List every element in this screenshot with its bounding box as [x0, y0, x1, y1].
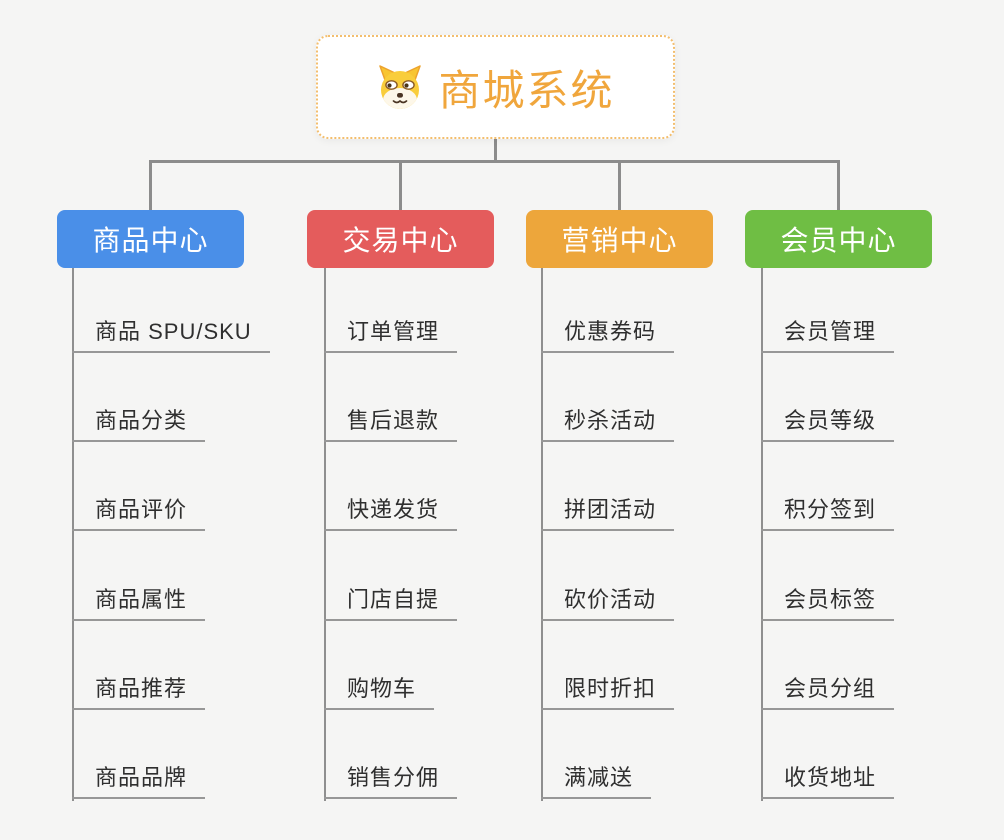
root-node[interactable]: 商城系统: [316, 35, 675, 139]
branch-label: 商品中心: [92, 225, 209, 256]
connector-column-trade-center: [324, 268, 326, 801]
leaf-node[interactable]: 满减送: [541, 765, 652, 799]
leaf-node[interactable]: 会员标签: [761, 587, 895, 621]
connector-horizontal-bus: [149, 160, 840, 163]
connector-root-stem: [494, 139, 497, 162]
connector-drop-marketing-center: [618, 160, 621, 210]
leaf-node[interactable]: 快递发货: [324, 497, 458, 531]
leaf-node[interactable]: 商品分类: [72, 408, 206, 442]
leaf-node[interactable]: 商品推荐: [72, 676, 206, 710]
connector-drop-trade-center: [399, 160, 402, 210]
connector-drop-member-center: [837, 160, 840, 210]
leaf-node[interactable]: 售后退款: [324, 408, 458, 442]
leaf-node[interactable]: 限时折扣: [541, 676, 675, 710]
connector-column-member-center: [761, 268, 763, 801]
connector-column-product-center: [72, 268, 74, 801]
leaf-node[interactable]: 拼团活动: [541, 497, 675, 531]
leaf-node[interactable]: 收货地址: [761, 765, 895, 799]
leaf-node[interactable]: 门店自提: [324, 587, 458, 621]
leaf-node[interactable]: 会员管理: [761, 319, 895, 353]
leaf-node[interactable]: 商品 SPU/SKU: [72, 319, 270, 353]
leaf-node[interactable]: 订单管理: [324, 319, 458, 353]
leaf-node[interactable]: 会员等级: [761, 408, 895, 442]
connector-column-marketing-center: [541, 268, 543, 801]
root-title: 商城系统: [438, 66, 615, 114]
leaf-node[interactable]: 会员分组: [761, 676, 895, 710]
branch-label: 营销中心: [561, 225, 678, 256]
dog-face-icon: [379, 65, 422, 109]
branch-label: 交易中心: [342, 225, 459, 256]
leaf-node[interactable]: 商品评价: [72, 497, 206, 531]
leaf-node[interactable]: 砍价活动: [541, 587, 675, 621]
connector-drop-product-center: [149, 160, 152, 210]
branch-node-trade-center[interactable]: 交易中心: [307, 210, 494, 268]
leaf-node[interactable]: 销售分佣: [324, 765, 458, 799]
leaf-node[interactable]: 秒杀活动: [541, 408, 675, 442]
branch-node-product-center[interactable]: 商品中心: [57, 210, 244, 268]
branch-node-marketing-center[interactable]: 营销中心: [526, 210, 713, 268]
leaf-node[interactable]: 优惠券码: [541, 319, 675, 353]
branch-label: 会员中心: [780, 225, 897, 256]
leaf-node[interactable]: 商品属性: [72, 587, 206, 621]
leaf-node[interactable]: 购物车: [324, 676, 435, 710]
leaf-node[interactable]: 积分签到: [761, 497, 895, 531]
branch-node-member-center[interactable]: 会员中心: [745, 210, 932, 268]
leaf-node[interactable]: 商品品牌: [72, 765, 206, 799]
